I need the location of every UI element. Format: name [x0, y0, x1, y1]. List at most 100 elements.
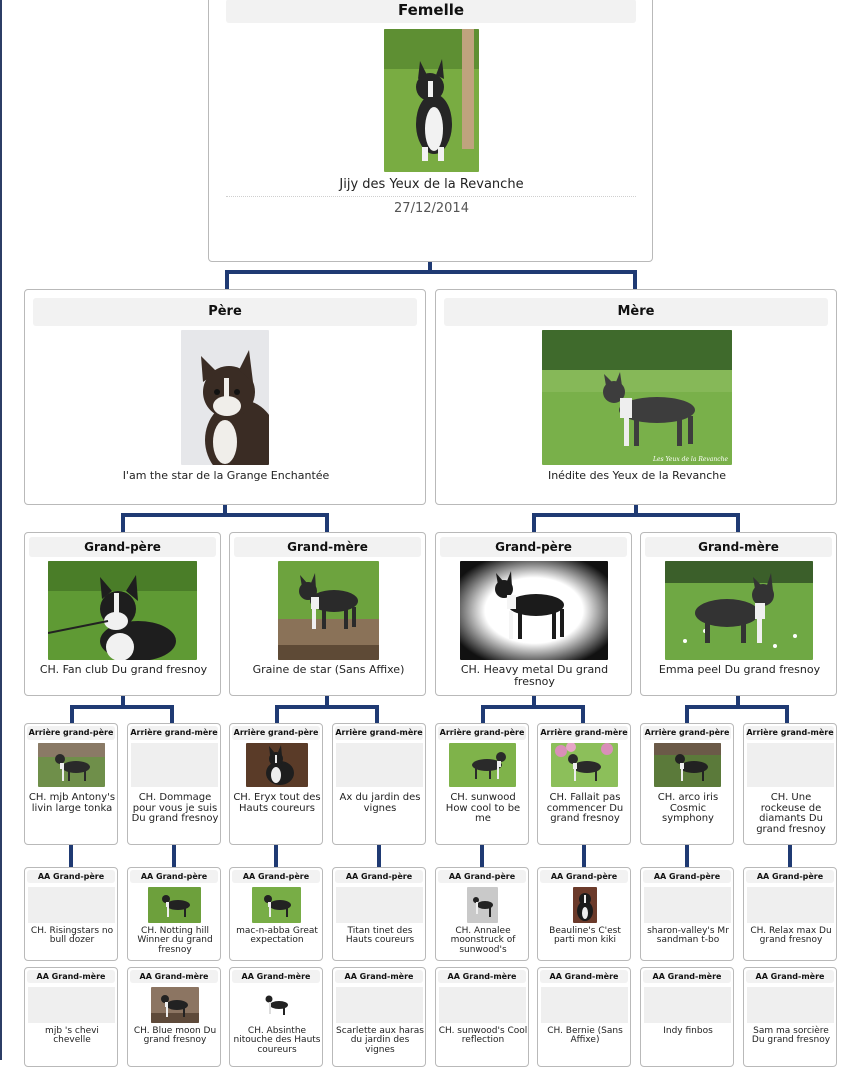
aa-grandmere-card-8[interactable]: AA Grand-mère Sam ma sorcière Du grand f…: [743, 967, 837, 1067]
aa-grandpere-card-5[interactable]: AA Grand-père CH. Annalee moonstruck of …: [435, 867, 529, 961]
aa-grandmere-card-4[interactable]: AA Grand-mère Scarlette aux haras du jar…: [332, 967, 426, 1067]
aa-grandmere-header: AA Grand-mère: [27, 970, 115, 983]
great-grandparent-header: Arrière grand-mère: [540, 726, 628, 740]
aa-grandmere-7-name[interactable]: Indy finbos: [663, 1026, 713, 1036]
grandparent-1-name[interactable]: CH. Fan club Du grand fresnoy: [39, 663, 208, 676]
aa-grandpere-7-name[interactable]: sharon-valley's Mr sandman t-bo: [647, 926, 729, 946]
great-grandparent-3-photo[interactable]: [246, 743, 308, 787]
connector-gp1-down: [121, 513, 125, 533]
aa-grandpere-card-7[interactable]: AA Grand-père sharon-valley's Mr sandman…: [640, 867, 734, 961]
aa-grandpere-2-photo[interactable]: [148, 887, 201, 923]
aa-grandpere-4-name[interactable]: Titan tinet des Hauts coureurs: [345, 926, 415, 946]
aa-grandpere-2-name[interactable]: CH. Notting hill Winner du grand fresnoy: [137, 926, 213, 955]
great-grandparent-7-photo[interactable]: [654, 743, 721, 787]
aa-grandmere-6-name[interactable]: CH. Bernie (Sans Affixe): [547, 1026, 623, 1046]
grandparent-4-name[interactable]: Emma peel Du grand fresnoy: [658, 663, 821, 676]
aa-grandpere-card-4[interactable]: AA Grand-père Titan tinet des Hauts cour…: [332, 867, 426, 961]
aa-grandmere-2-name[interactable]: CH. Blue moon Du grand fresnoy: [133, 1026, 217, 1046]
grandparent-3-name[interactable]: CH. Heavy metal Du grand fresnoy: [460, 663, 609, 688]
aa-grandmere-8-photo-placeholder: [747, 987, 834, 1023]
great-grandparent-4-photo-placeholder: [336, 743, 423, 787]
aa-grandmere-card-5[interactable]: AA Grand-mère CH. sunwood's Cool reflect…: [435, 967, 529, 1067]
connector-gp4-ggp-horizontal: [685, 705, 789, 709]
aa-grandmere-1-name[interactable]: mjb 's chevi chevelle: [45, 1026, 99, 1046]
great-grandparent-card-1[interactable]: Arrière grand-père CH. mjb Antony's livi…: [24, 723, 118, 845]
grandparent-3-photo[interactable]: [460, 561, 608, 660]
great-grandparent-header: Arrière grand-père: [643, 726, 731, 740]
great-grandparent-card-2[interactable]: Arrière grand-mère CH. Dommage pour vous…: [127, 723, 221, 845]
aa-grandpere-card-1[interactable]: AA Grand-père CH. Risingstars no bull do…: [24, 867, 118, 961]
aa-grandmere-3-photo[interactable]: [259, 987, 295, 1023]
aa-grandmere-2-photo[interactable]: [151, 987, 199, 1023]
root-dog-name[interactable]: Jijy des Yeux de la Revanche: [339, 177, 524, 192]
great-grandparent-4-name[interactable]: Ax du jardin des vignes: [339, 792, 421, 814]
aa-grandpere-3-photo[interactable]: [252, 887, 301, 923]
aa-grandmere-card-1[interactable]: AA Grand-mère mjb 's chevi chevelle: [24, 967, 118, 1067]
parent-card-pere[interactable]: Père I'am the star de la Grange Enchanté…: [24, 289, 426, 505]
aa-grandmere-card-7[interactable]: AA Grand-mère Indy finbos: [640, 967, 734, 1067]
great-grandparent-7-name[interactable]: CH. arco iris Cosmic symphony: [657, 792, 719, 824]
connector-aa7-down: [685, 845, 689, 868]
great-grandparent-8-name[interactable]: CH. Une rockeuse de diamants Du grand fr…: [756, 792, 826, 835]
great-grandparent-card-7[interactable]: Arrière grand-père CH. arco iris Cosmic …: [640, 723, 734, 845]
aa-grandpere-card-2[interactable]: AA Grand-père CH. Notting hill Winner du…: [127, 867, 221, 961]
great-grandparent-card-3[interactable]: Arrière grand-père CH. Eryx tout des Hau…: [229, 723, 323, 845]
aa-grandpere-5-name[interactable]: CH. Annalee moonstruck of sunwood's: [450, 926, 516, 955]
great-grandparent-2-name[interactable]: CH. Dommage pour vous je suis Du grand f…: [131, 792, 219, 824]
parent-header: Mère: [444, 298, 828, 326]
connector-aa5-down: [480, 845, 484, 868]
connector-mere-gp-horizontal: [532, 513, 740, 517]
mere-dog-photo[interactable]: Les Yeux de la Revanche: [542, 330, 732, 465]
root-card[interactable]: Femelle Jijy des Yeux de la Revanche 27/…: [208, 0, 653, 262]
aa-grandmere-card-2[interactable]: AA Grand-mère CH. Blue moon Du grand fre…: [127, 967, 221, 1067]
mere-dog-name[interactable]: Inédite des Yeux de la Revanche: [547, 469, 727, 482]
great-grandparent-6-name[interactable]: CH. Fallait pas commencer Du grand fresn…: [546, 792, 624, 824]
left-border: [0, 0, 2, 1060]
great-grandparent-header: Arrière grand-mère: [335, 726, 423, 740]
great-grandparent-5-name[interactable]: CH. sunwood How cool to be me: [445, 792, 521, 824]
pere-dog-photo[interactable]: [181, 330, 269, 465]
aa-grandpere-1-name[interactable]: CH. Risingstars no bull dozer: [30, 926, 114, 946]
grandparent-card-1[interactable]: Grand-père CH. Fan club Du grand fresnoy: [24, 532, 221, 696]
aa-grandpere-card-3[interactable]: AA Grand-père mac-n-abba Great expectati…: [229, 867, 323, 961]
grandparent-2-photo[interactable]: [278, 561, 379, 660]
aa-grandpere-6-photo[interactable]: [573, 887, 597, 923]
pere-dog-name[interactable]: I'am the star de la Grange Enchantée: [122, 469, 330, 482]
aa-grandmere-5-photo-placeholder: [439, 987, 526, 1023]
aa-grandpere-3-name[interactable]: mac-n-abba Great expectation: [236, 926, 318, 946]
aa-grandmere-3-name[interactable]: CH. Absinthe nitouche des Hauts coureurs: [233, 1026, 321, 1055]
aa-grandmere-header: AA Grand-mère: [540, 970, 628, 983]
great-grandparent-1-name[interactable]: CH. mjb Antony's livin large tonka: [28, 792, 116, 814]
grandparent-4-photo[interactable]: [665, 561, 813, 660]
great-grandparent-3-name[interactable]: CH. Eryx tout des Hauts coureurs: [233, 792, 321, 814]
connector-mere-to-gp: [634, 505, 638, 515]
aa-grandmere-5-name[interactable]: CH. sunwood's Cool reflection: [438, 1026, 528, 1046]
grandparent-2-name[interactable]: Graine de star (Sans Affixe): [252, 663, 405, 676]
aa-grandmere-8-name[interactable]: Sam ma sorcière Du grand fresnoy: [751, 1026, 831, 1046]
aa-grandpere-6-name[interactable]: Beauline's C'est parti mon kiki: [549, 926, 621, 946]
great-grandparent-6-photo[interactable]: [551, 743, 618, 787]
great-grandparent-card-5[interactable]: Arrière grand-père CH. sunwood How cool …: [435, 723, 529, 845]
connector-aa1-down: [69, 845, 73, 868]
grandparent-card-4[interactable]: Grand-mère Emma peel Du grand fresnoy: [640, 532, 837, 696]
great-grandparent-5-photo[interactable]: [449, 743, 516, 787]
aa-grandpere-card-8[interactable]: AA Grand-père CH. Relax max Du grand fre…: [743, 867, 837, 961]
root-dog-photo[interactable]: [384, 29, 479, 172]
great-grandparent-card-6[interactable]: Arrière grand-mère CH. Fallait pas comme…: [537, 723, 631, 845]
great-grandparent-card-8[interactable]: Arrière grand-mère CH. Une rockeuse de d…: [743, 723, 837, 845]
aa-grandmere-card-6[interactable]: AA Grand-mère CH. Bernie (Sans Affixe): [537, 967, 631, 1067]
great-grandparent-1-photo[interactable]: [38, 743, 105, 787]
connector-gp3-ggp-horizontal: [481, 705, 585, 709]
aa-grandpere-8-name[interactable]: CH. Relax max Du grand fresnoy: [750, 926, 832, 946]
great-grandparent-card-4[interactable]: Arrière grand-mère Ax du jardin des vign…: [332, 723, 426, 845]
aa-grandmere-4-name[interactable]: Scarlette aux haras du jardin des vignes: [336, 1026, 424, 1055]
parent-card-mere[interactable]: Mère Les Yeux de la Revanche Inédite des…: [435, 289, 837, 505]
aa-grandmere-card-3[interactable]: AA Grand-mère CH. Absinthe nitouche des …: [229, 967, 323, 1067]
aa-grandpere-5-photo[interactable]: [467, 887, 498, 923]
aa-grandpere-card-6[interactable]: AA Grand-père Beauline's C'est parti mon…: [537, 867, 631, 961]
connector-ggp6-down: [581, 705, 585, 724]
connector-aa8-down: [788, 845, 792, 868]
grandparent-card-3[interactable]: Grand-père CH. Heavy metal Du grand fres…: [435, 532, 632, 696]
grandparent-1-photo[interactable]: [48, 561, 197, 660]
grandparent-card-2[interactable]: Grand-mère Graine de star (Sans Affixe): [229, 532, 426, 696]
